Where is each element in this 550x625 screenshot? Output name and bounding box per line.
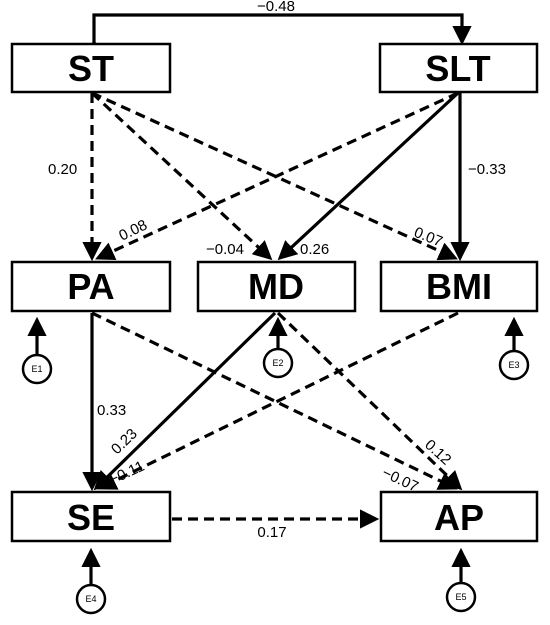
coef-bmi-se: −0.11 xyxy=(107,458,148,489)
arrow-md-se xyxy=(93,311,277,491)
arrow-slt-pa xyxy=(95,91,459,261)
error-e5: E5 xyxy=(445,581,477,613)
error-e2: E2 xyxy=(262,347,294,379)
error-e4: E4 xyxy=(75,583,107,615)
node-bmi: BMI xyxy=(379,260,539,313)
coef-md-se: 0.23 xyxy=(108,425,141,458)
error-e5-label: E5 xyxy=(455,592,466,602)
node-se: SE xyxy=(10,490,172,543)
node-slt: SLT xyxy=(378,42,539,94)
coef-md-ap: 0.12 xyxy=(421,436,454,468)
node-ap: AP xyxy=(379,490,539,543)
coef-slt-md: 0.26 xyxy=(300,241,329,258)
node-md: MD xyxy=(196,260,357,313)
arrow-slt-md xyxy=(277,91,460,261)
arrow-st-md xyxy=(90,91,273,261)
error-e4-label: E4 xyxy=(85,594,96,604)
node-pa: PA xyxy=(10,260,172,313)
node-md-label: MD xyxy=(248,266,304,307)
node-bmi-label: BMI xyxy=(426,266,492,307)
node-st: ST xyxy=(10,42,172,94)
arrow-bmi-se xyxy=(97,311,459,490)
node-se-label: SE xyxy=(67,497,115,538)
node-st-label: ST xyxy=(68,48,114,89)
error-e3-label: E3 xyxy=(508,360,519,370)
coef-slt-bmi: −0.33 xyxy=(468,161,506,178)
arrow-st-slt xyxy=(84,13,472,58)
node-slt-label: SLT xyxy=(425,48,490,89)
coef-st-md: −0.04 xyxy=(206,241,244,258)
coef-st-pa: 0.20 xyxy=(48,161,77,178)
coef-st-slt: −0.48 xyxy=(257,0,295,15)
error-e1: E1 xyxy=(21,353,53,385)
node-ap-label: AP xyxy=(434,497,484,538)
coef-pa-se: 0.33 xyxy=(97,402,126,419)
node-pa-label: PA xyxy=(67,266,114,307)
error-e2-label: E2 xyxy=(272,358,283,368)
arrow-st-bmi xyxy=(91,91,458,261)
error-e1-label: E1 xyxy=(31,364,42,374)
coef-se-ap: 0.17 xyxy=(257,524,286,541)
arrow-md-ap xyxy=(276,311,463,491)
arrow-pa-ap xyxy=(91,311,458,490)
error-e3: E3 xyxy=(498,349,530,381)
